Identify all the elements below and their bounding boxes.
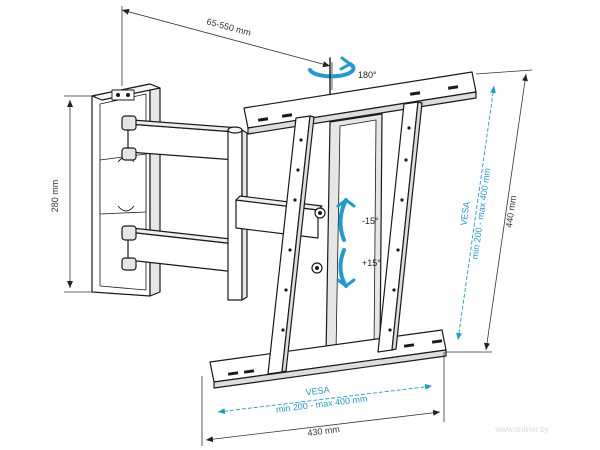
frame-slots	[227, 85, 459, 376]
bracket-width-label: 430 mm	[307, 424, 340, 438]
articulating-arms	[121, 115, 323, 301]
bracket-height-label: 440 mm	[504, 195, 518, 229]
vesa-horizontal-range: min 200 - max 400 mm	[275, 393, 368, 414]
tilt-down-arrow	[336, 248, 356, 288]
vesa-dimensions	[217, 85, 496, 415]
vesa-frame	[209, 71, 477, 389]
swivel-arrow	[308, 56, 356, 95]
bracket-width-line	[205, 409, 441, 443]
vesa-horizontal-title: VESA	[305, 385, 330, 398]
extension-line	[475, 69, 533, 75]
tilt-up-arrow	[336, 198, 356, 242]
vesa-vertical-line	[456, 85, 496, 341]
vesa-vertical-range: min 200 - max 400 mm	[470, 167, 493, 260]
tilt-up-label: -15°	[362, 216, 379, 226]
arm-extension-line	[121, 8, 331, 68]
watermark: www.onliner.by	[494, 425, 548, 434]
vesa-vertical-title: VESA	[458, 201, 471, 226]
swivel-label: 180°	[358, 70, 377, 80]
wall-plate-height-label: 280 mm	[50, 180, 60, 213]
tilt-down-label: +15°	[362, 258, 381, 268]
